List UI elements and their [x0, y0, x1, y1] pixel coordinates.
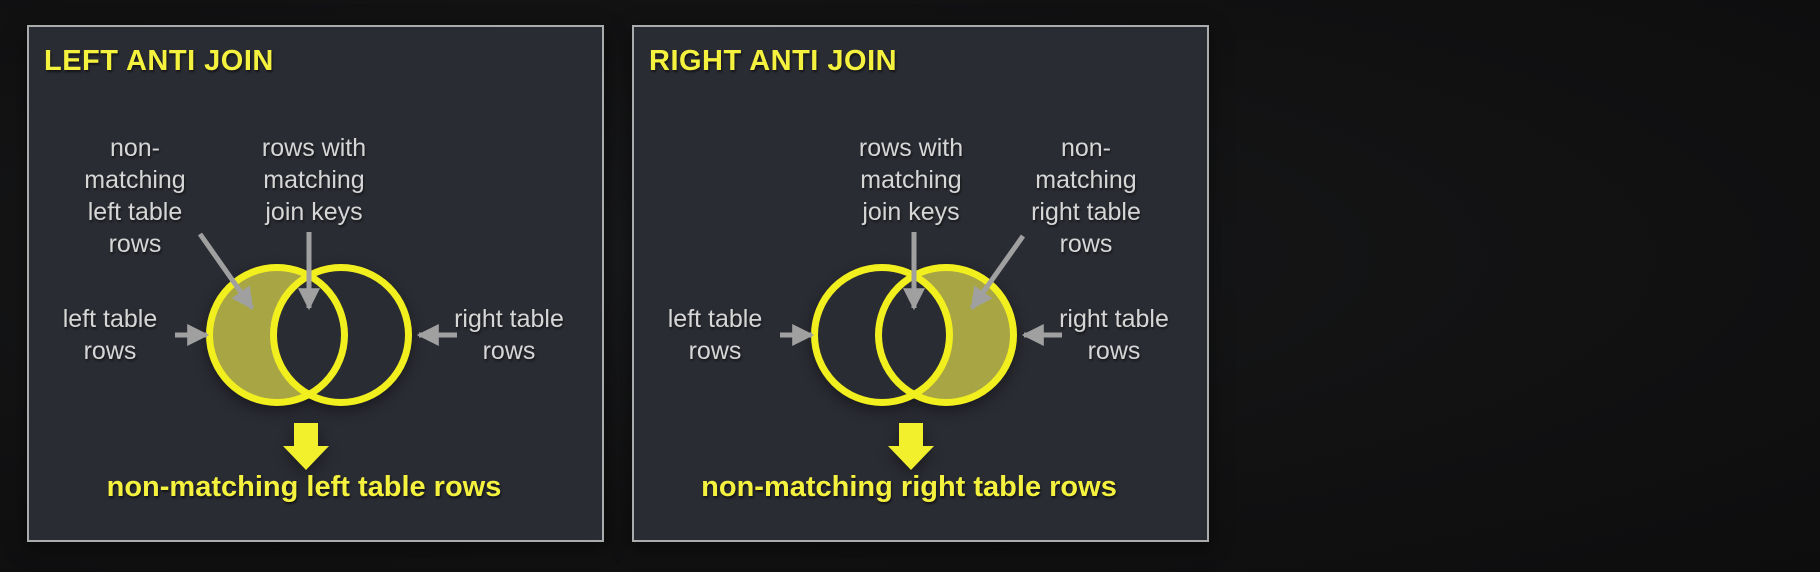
label-right-table-rows: right table rows — [1059, 305, 1169, 365]
arrow-to-nonmatching-region — [969, 234, 1026, 310]
right-circle — [270, 264, 412, 406]
result-label: non-matching left table rows — [106, 471, 502, 503]
label-nonmatching-right-rows: non- matching right table rows — [1031, 134, 1141, 258]
panel-left-anti-join: LEFT ANTI JOIN non- matching lef — [27, 25, 604, 542]
label-right-table-rows: right table rows — [454, 305, 564, 365]
venn-diagram-right-anti — [780, 232, 1062, 470]
label-nonmatching-left-rows: non- matching left table rows — [84, 134, 186, 258]
result-label: non-matching right table rows — [701, 471, 1117, 503]
panel-title: RIGHT ANTI JOIN — [649, 45, 898, 77]
label-matching-join-keys: rows with matching join keys — [261, 134, 367, 226]
label-left-table-rows: left table rows — [62, 305, 158, 365]
left-circle — [206, 264, 348, 406]
label-left-table-rows: left table rows — [667, 305, 763, 365]
panel-title: LEFT ANTI JOIN — [44, 45, 274, 77]
venn-diagram-left-anti — [175, 232, 457, 470]
label-matching-join-keys: rows with matching join keys — [858, 134, 964, 226]
left-circle — [811, 264, 953, 406]
right-circle — [875, 264, 1017, 406]
down-block-arrow-icon — [283, 423, 329, 470]
arrow-to-nonmatching-region — [197, 232, 255, 310]
panel-right-anti-join: RIGHT ANTI JOIN rows with matchi — [632, 25, 1209, 542]
down-block-arrow-icon — [888, 423, 934, 470]
